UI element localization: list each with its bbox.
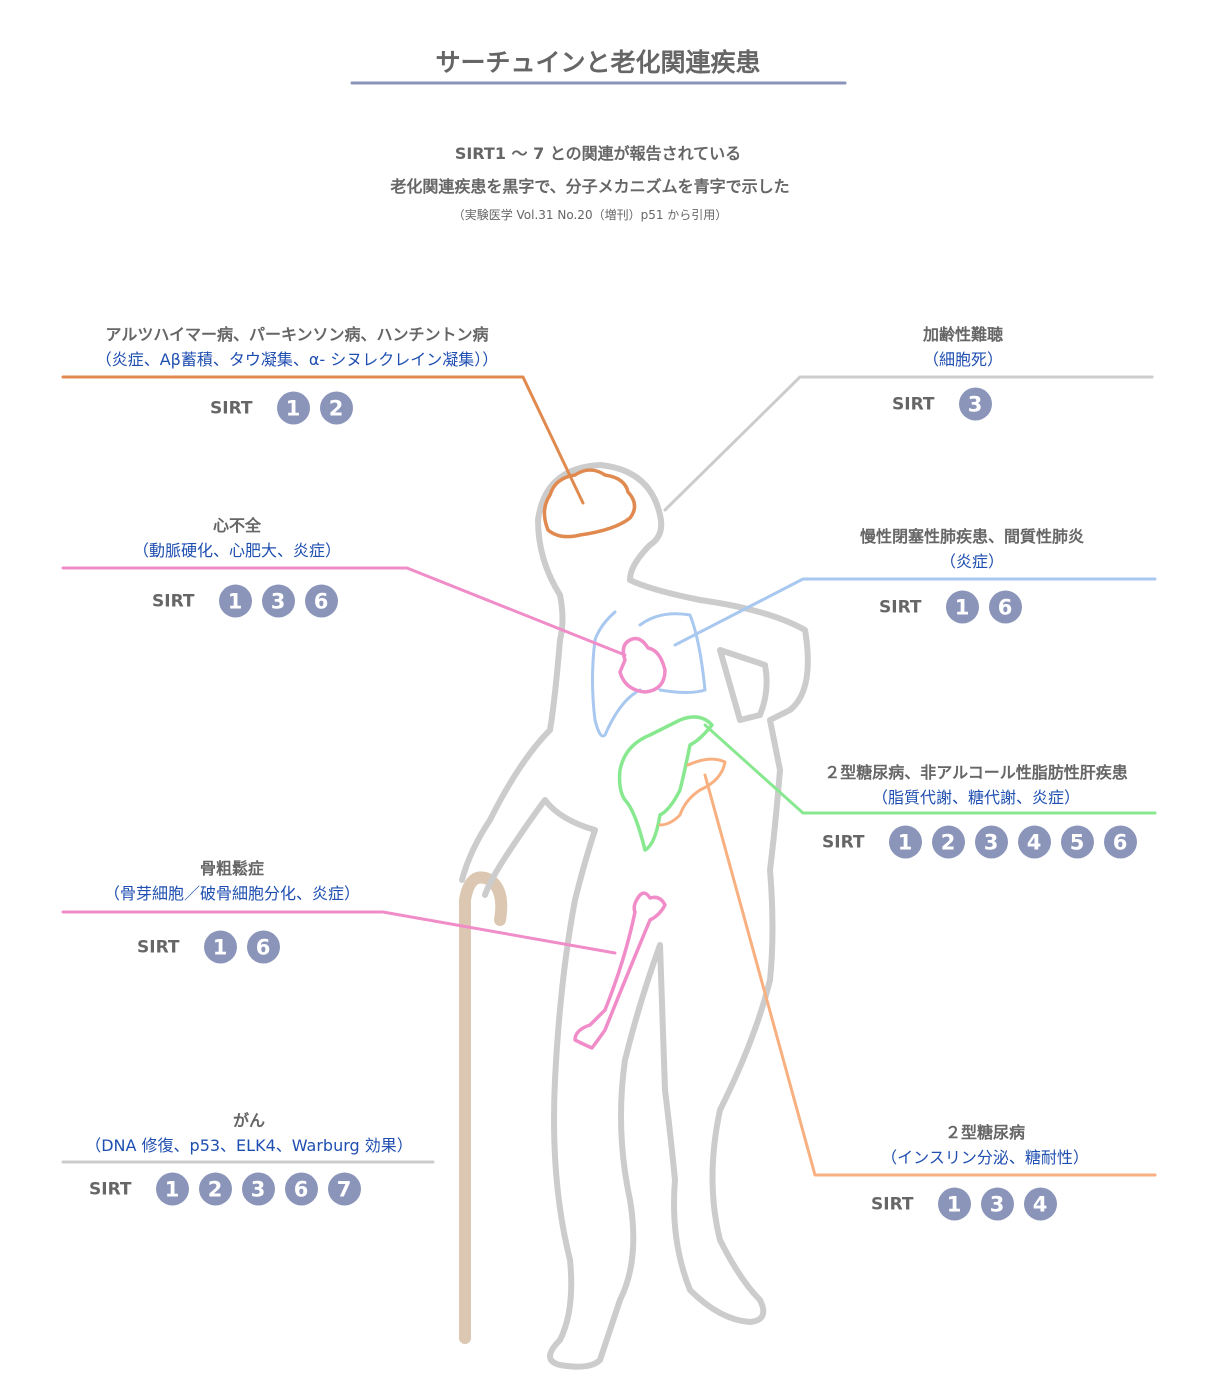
disease-name: 加齢性難聴 [922, 325, 1004, 344]
disease-name: ２型糖尿病 [944, 1123, 1026, 1142]
cane [459, 871, 508, 1344]
sirt-badge: 6 [1103, 825, 1137, 859]
sirt-badge: 3 [980, 1187, 1014, 1221]
sirt-list: SIRT 3 [892, 387, 992, 421]
femur-bone [573, 891, 667, 1050]
disease-name: アルツハイマー病、パーキンソン病、ハンチントン病 [105, 325, 489, 344]
sirt-badge: 1 [945, 590, 979, 624]
lungs [591, 610, 707, 738]
mechanism-text: （炎症、Aβ蓄積、タウ凝集、α- シヌレクレイン凝集）） [95, 350, 499, 369]
brain [542, 468, 637, 539]
subtitle-2: 老化関連疾患を黒字で、分子メカニズムを青字で示した [390, 177, 790, 196]
sirt-label: SIRT [892, 394, 935, 414]
disease-name: 骨粗鬆症 [199, 859, 265, 878]
subtitle-1: SIRT1 ～ 7 との関連が報告されている [454, 144, 742, 163]
sirt-badge: 3 [958, 387, 992, 421]
heart [618, 636, 667, 694]
sirt-badge: 1 [888, 825, 922, 859]
sirt-badge: 1 [203, 930, 237, 964]
sirt-badge: 6 [988, 590, 1022, 624]
mechanism-text: （骨芽細胞／破骨細胞分化、炎症） [103, 884, 361, 903]
sirt-label: SIRT [210, 398, 253, 418]
mechanism-text: （炎症） [939, 552, 1005, 571]
mechanism-text: （インスリン分泌、糖耐性） [881, 1148, 1089, 1167]
leader-line-heart [61, 566, 627, 657]
sirt-badge: 2 [931, 825, 965, 859]
sirt-label: SIRT [879, 597, 922, 617]
mechanism-text: （DNA 修復、p53、ELK4、Warburg 効果） [85, 1136, 413, 1155]
leader-line-hearing [663, 375, 1154, 512]
sirt-badge: 6 [284, 1172, 318, 1206]
sirt-badge: 3 [241, 1172, 275, 1206]
sirt-badge: 3 [261, 584, 295, 618]
sirt-label: SIRT [822, 832, 865, 852]
leader-line-neuro [61, 375, 585, 505]
sirt-badge: 1 [937, 1187, 971, 1221]
sirt-label: SIRT [89, 1179, 132, 1199]
mechanism-text: （脂質代謝、糖代謝、炎症） [871, 788, 1081, 807]
sirt-badge: 3 [974, 825, 1008, 859]
disease-name: 慢性閉塞性肺疾患、間質性肺炎 [859, 527, 1085, 546]
sirt-badge: 4 [1017, 825, 1051, 859]
leader-line-pancreas [703, 773, 1157, 1177]
sirt-badge: 1 [155, 1172, 189, 1206]
disease-name: 心不全 [212, 516, 262, 535]
sirt-badge: 6 [246, 930, 280, 964]
liver [617, 715, 714, 852]
sirt-badge: 2 [198, 1172, 232, 1206]
sirt-badge: 2 [319, 391, 353, 425]
pancreas [658, 757, 727, 827]
leader-line-lung [673, 577, 1157, 647]
leader-line-liver [703, 723, 1157, 815]
sirt-badge: 6 [304, 584, 338, 618]
mechanism-text: （細胞死） [922, 350, 1004, 369]
sirt-label: SIRT [871, 1194, 914, 1214]
disease-name: ２型糖尿病、非アルコール性脂肪性肝疾患 [824, 763, 1128, 782]
page-title: サーチュインと老化関連疾患 [435, 48, 761, 77]
sirt-label: SIRT [152, 591, 195, 611]
sirt-badge: 7 [327, 1172, 361, 1206]
disease-name: がん [232, 1111, 266, 1130]
sirt-badge: 5 [1060, 825, 1094, 859]
sirt-badge: 1 [218, 584, 252, 618]
body-outline [459, 462, 811, 1370]
sirt-badge: 4 [1023, 1187, 1057, 1221]
leader-line-bone [61, 910, 617, 955]
sirt-label: SIRT [137, 937, 180, 957]
citation: （実験医学 Vol.31 No.20（増刊）p51 から引用） [452, 208, 728, 222]
sirt-badge: 1 [276, 391, 310, 425]
mechanism-text: （動脈硬化、心肥大、炎症） [132, 541, 342, 560]
